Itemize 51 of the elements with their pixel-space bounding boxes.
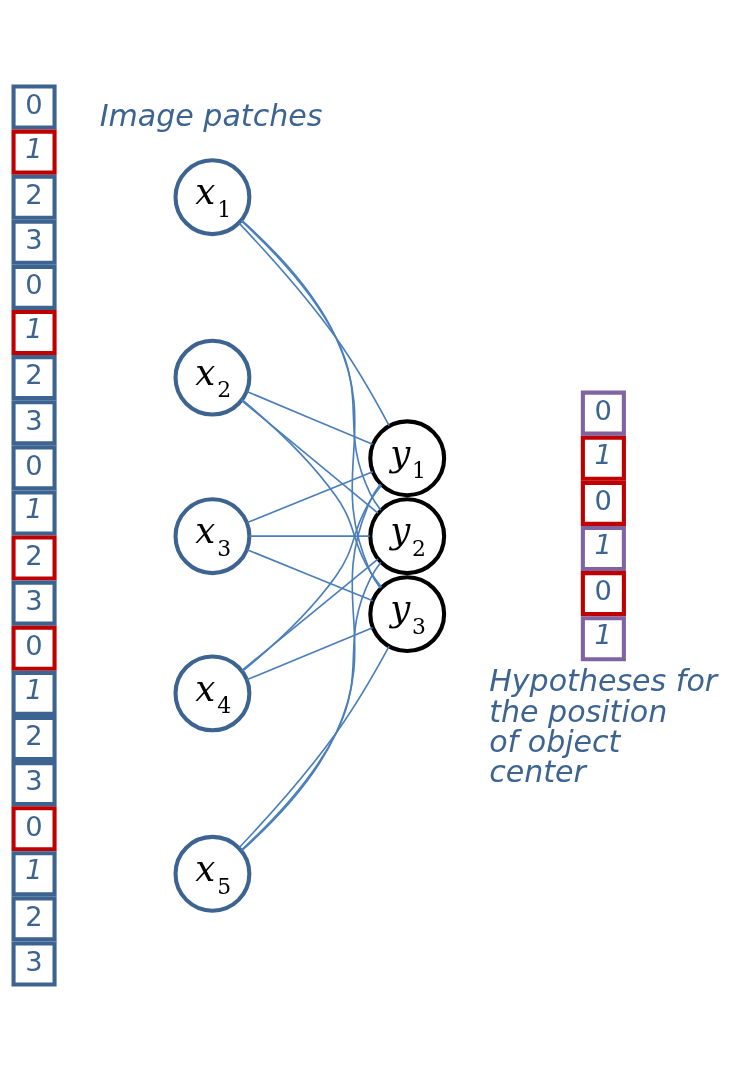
- connector: [238, 222, 390, 427]
- node-box: 1: [580, 616, 626, 662]
- node-box: 1: [11, 851, 57, 897]
- node-box: 0: [580, 480, 626, 526]
- node-circle: y$_{2}$: [368, 497, 447, 576]
- node-box: 1: [11, 309, 57, 356]
- connector: [241, 219, 382, 590]
- node-box: 3: [11, 580, 57, 626]
- connector: [248, 535, 371, 537]
- node-box: 0: [11, 264, 57, 310]
- node-box: 0: [580, 390, 626, 436]
- label: Hypotheses for the position of object center: [489, 663, 718, 789]
- node-box: 2: [11, 355, 57, 401]
- connector: [240, 561, 382, 852]
- node-circle: y$_{3}$: [368, 575, 447, 654]
- connector: [246, 627, 374, 681]
- connector: [240, 219, 382, 511]
- node-box: 0: [11, 806, 57, 852]
- node-box: 1: [580, 435, 626, 481]
- connector: [241, 398, 383, 588]
- connector: [246, 470, 374, 524]
- connector: [240, 399, 379, 514]
- node-box: 0: [11, 84, 57, 130]
- connector: [238, 645, 390, 849]
- node-box: 2: [11, 535, 57, 581]
- node-box: 0: [11, 445, 57, 491]
- node-box: 1: [11, 490, 57, 536]
- node-box: 1: [580, 525, 626, 572]
- connector: [240, 558, 379, 672]
- node-box: 3: [11, 941, 57, 987]
- node-circle: x$_{2}$: [173, 338, 252, 417]
- node-box: 2: [11, 715, 57, 762]
- node-box: 2: [11, 174, 57, 220]
- node-box: 3: [11, 219, 57, 265]
- node-box: 3: [11, 761, 57, 807]
- node-circle: y$_{1}$: [368, 419, 447, 498]
- node-box: 2: [11, 896, 57, 942]
- node-box: 0: [580, 571, 626, 617]
- connector: [246, 390, 374, 446]
- connector: [246, 548, 374, 602]
- node-circle: x$_{4}$: [173, 654, 252, 733]
- node-circle: x$_{5}$: [173, 834, 252, 913]
- node-circle: x$_{3}$: [173, 497, 252, 576]
- connector: [241, 484, 383, 672]
- node-box: 3: [11, 400, 57, 446]
- node-circle: x$_{1}$: [173, 158, 252, 237]
- node-box: 1: [11, 670, 57, 716]
- node-box: 0: [11, 625, 57, 671]
- label: Image patches: [99, 97, 323, 133]
- node-box: 1: [11, 129, 57, 175]
- connector: [240, 483, 382, 852]
